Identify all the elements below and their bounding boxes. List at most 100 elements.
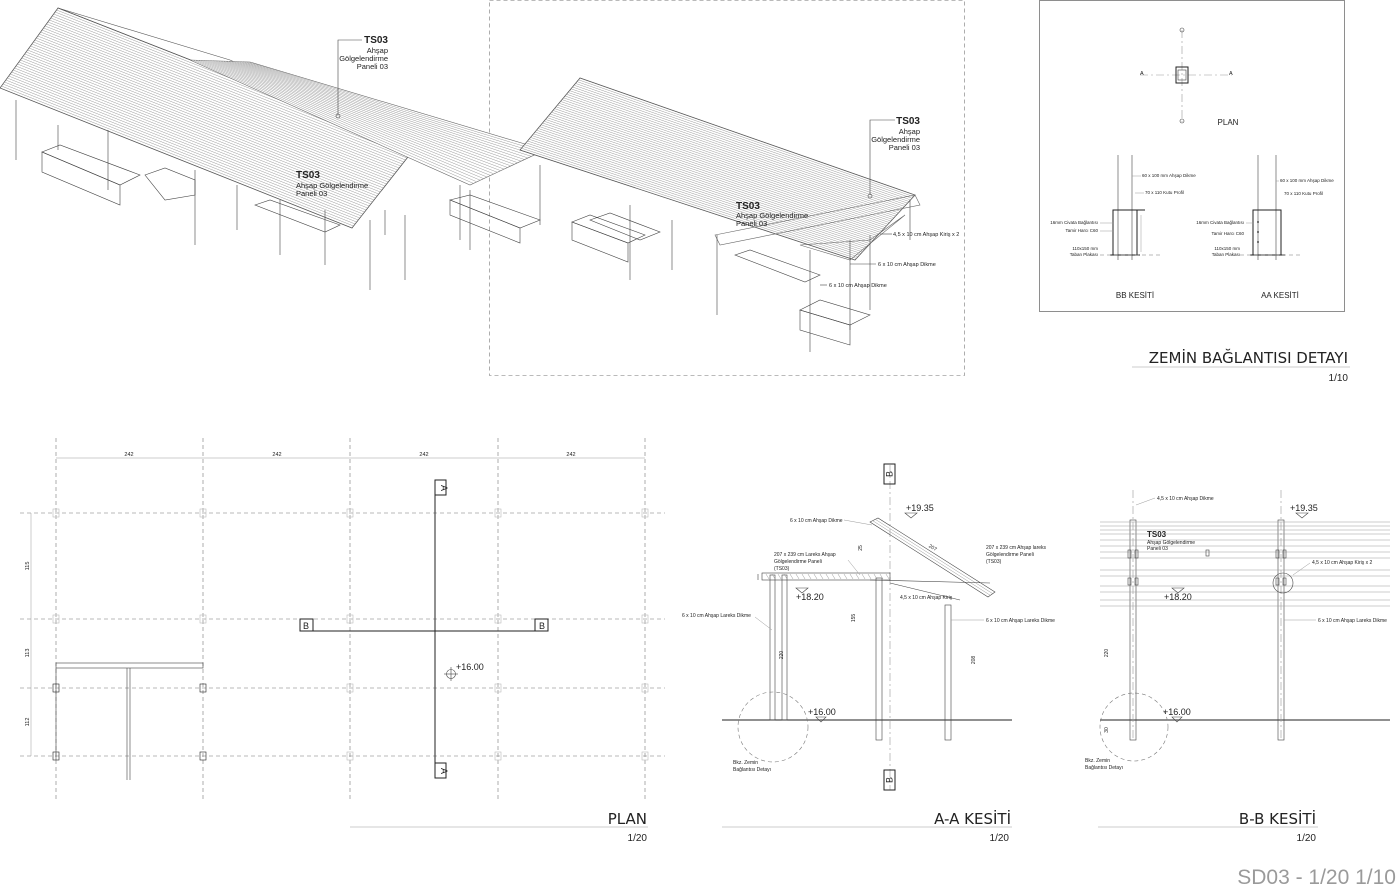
svg-text:6 x 10 cm Ahşap Dikme: 6 x 10 cm Ahşap Dikme (878, 262, 936, 268)
perspective-label-1: TS03 Ahşap Gölgelendirme Paneli 03 (335, 35, 388, 119)
svg-text:BB KESİTİ: BB KESİTİ (1116, 291, 1154, 300)
detail-bb: 60 x 100 mm Ahşap Dikme 70 x 110 Kutu Pr… (1050, 155, 1196, 300)
svg-text:+18.20: +18.20 (1164, 592, 1192, 602)
svg-text:Paneli 03: Paneli 03 (1147, 546, 1168, 552)
aa-levels: +19.35 +18.20 +16.00 (795, 503, 934, 723)
svg-text:B: B (303, 621, 309, 631)
svg-text:30: 30 (1104, 727, 1110, 733)
svg-text:220: 220 (779, 651, 785, 660)
bb-title: B-B KESİTİ (1239, 809, 1316, 828)
svg-text:Paneli 03: Paneli 03 (889, 143, 920, 152)
perspective-label-3: TS03 Ahşap Gölgelendirme Paneli 03 (867, 116, 920, 199)
svg-text:70 x 110 Kutu Profil: 70 x 110 Kutu Profil (1145, 190, 1184, 195)
svg-text:207 x 239 cm Ahşap lareks: 207 x 239 cm Ahşap lareks (986, 545, 1047, 551)
svg-text:242: 242 (419, 452, 428, 458)
svg-text:Bağlantısı Detayı: Bağlantısı Detayı (733, 767, 771, 773)
svg-text:4,5 x 10 cm Ahşap Dikme: 4,5 x 10 cm Ahşap Dikme (1157, 496, 1214, 502)
svg-text:220: 220 (1104, 649, 1110, 658)
svg-text:112: 112 (25, 718, 31, 727)
svg-text:Ahşap Gölgelendirme: Ahşap Gölgelendirme (1147, 540, 1195, 546)
svg-text:70 x 110 Kutu Profil: 70 x 110 Kutu Profil (1284, 191, 1323, 196)
svg-text:Gölgelendirme: Gölgelendirme (339, 54, 388, 63)
svg-text:PLAN: PLAN (1218, 118, 1239, 127)
svg-text:6 x 10 cm Ahşap Dikme: 6 x 10 cm Ahşap Dikme (829, 283, 887, 289)
svg-text:242: 242 (566, 452, 575, 458)
svg-text:207: 207 (927, 543, 937, 552)
svg-text:25: 25 (858, 545, 864, 551)
svg-text:A: A (1140, 71, 1144, 77)
svg-text:16mm Civata Bağlantısı: 16mm Civata Bağlantısı (1050, 220, 1098, 225)
svg-text:110x150 mm: 110x150 mm (1214, 246, 1240, 251)
svg-text:Ahşap: Ahşap (367, 46, 388, 55)
svg-text:242: 242 (272, 452, 281, 458)
svg-text:Gölgelendirme Paneli: Gölgelendirme Paneli (986, 552, 1034, 558)
svg-text:B: B (884, 471, 894, 477)
svg-text:AA KESİTİ: AA KESİTİ (1261, 291, 1299, 300)
svg-text:4,5 x 10 cm Ahşap Kiriş x 2: 4,5 x 10 cm Ahşap Kiriş x 2 (1312, 560, 1373, 566)
svg-text:A: A (439, 485, 449, 491)
svg-text:B: B (539, 621, 545, 631)
perspective-label-4: TS03 Ahşap Gölgelendirme Paneli 03 (736, 201, 808, 228)
svg-text:A: A (439, 768, 449, 774)
svg-text:6 x 10 cm Ahşap Lareks Dikme: 6 x 10 cm Ahşap Lareks Dikme (682, 613, 751, 619)
detail-aa: 60 x 100 mm Ahşap Dikme 70 x 110 Kutu Pr… (1196, 155, 1334, 300)
aa-title: A-A KESİTİ (934, 809, 1011, 828)
svg-text:+19.35: +19.35 (906, 503, 934, 513)
plan-level: +16.00 (444, 662, 484, 681)
svg-text:Gölgelendirme: Gölgelendirme (871, 135, 920, 144)
svg-text:6 x 10 cm Ahşap Lareks Dikme: 6 x 10 cm Ahşap Lareks Dikme (986, 618, 1055, 624)
section-aa: B B +19.35 +18.20 +16.00 6 x (682, 463, 1055, 844)
left-pavilion (0, 7, 546, 290)
svg-text:(TS03): (TS03) (986, 559, 1002, 565)
svg-text:Gölgelendirme Paneli: Gölgelendirme Paneli (774, 559, 822, 565)
svg-text:B: B (884, 777, 894, 783)
plan-view: 242 242 242 242 115 113 112 A A (20, 438, 665, 844)
section-bb: +19.35 +18.20 +16.00 4,5 x 10 cm Ahşap D… (1085, 490, 1390, 844)
plan-title: PLAN (608, 810, 647, 828)
right-pavilion (519, 77, 921, 352)
detail-title: ZEMİN BAĞLANTISI DETAYI (1149, 348, 1348, 367)
svg-text:Bkz. Zemin: Bkz. Zemin (1085, 758, 1110, 764)
svg-text:Tamir Harcı C60: Tamir Harcı C60 (1065, 228, 1098, 233)
svg-text:+18.20: +18.20 (796, 592, 824, 602)
perspective-label-2: TS03 Ahşap Gölgelendirme Paneli 03 (296, 170, 368, 198)
svg-text:208: 208 (971, 656, 977, 665)
svg-text:Bağlantısı Detayı: Bağlantısı Detayı (1085, 765, 1123, 771)
svg-text:A: A (1229, 71, 1233, 77)
svg-text:Paneli 03: Paneli 03 (296, 189, 327, 198)
perspective-notes: 4,5 x 10 cm Ahşap Kiriş x 2 6 x 10 cm Ah… (820, 232, 959, 289)
plan-section-a: A A (434, 479, 449, 779)
svg-text:60 x 100 mm Ahşap Dikme: 60 x 100 mm Ahşap Dikme (1280, 178, 1334, 183)
svg-text:TS03: TS03 (1147, 530, 1167, 539)
svg-text:242: 242 (124, 452, 133, 458)
sheet-code: SD03 - 1/20 1/10 (1237, 866, 1396, 888)
svg-text:207 x 239 cm Lareks Ahşap: 207 x 239 cm Lareks Ahşap (774, 552, 836, 558)
svg-text:TS03: TS03 (296, 170, 320, 181)
svg-text:4,5 x 10 cm Ahşap Kiriş: 4,5 x 10 cm Ahşap Kiriş (900, 595, 953, 601)
svg-text:TS03: TS03 (896, 116, 920, 127)
plan-scale: 1/20 (628, 833, 648, 844)
aa-scale: 1/20 (990, 833, 1010, 844)
plan-section-b: B B (299, 618, 549, 632)
svg-text:110x150 mm: 110x150 mm (1072, 246, 1098, 251)
svg-text:Taban Plakası: Taban Plakası (1212, 252, 1240, 257)
svg-text:155: 155 (851, 614, 857, 623)
svg-text:16mm Civata Bağlantısı: 16mm Civata Bağlantısı (1196, 220, 1244, 225)
svg-text:+16.00: +16.00 (808, 707, 836, 717)
detail-plan: A A PLAN (1140, 27, 1239, 127)
svg-text:Tamir Harcı C60: Tamir Harcı C60 (1211, 231, 1244, 236)
svg-text:Taban Plakası: Taban Plakası (1070, 252, 1098, 257)
perspective-frame (489, 0, 965, 376)
svg-text:60 x 100 mm Ahşap Dikme: 60 x 100 mm Ahşap Dikme (1142, 173, 1196, 178)
svg-text:113: 113 (25, 649, 31, 658)
perspective-view: TS03 Ahşap Gölgelendirme Paneli 03 TS03 … (0, 0, 965, 376)
svg-text:Ahşap Gölgelendirme: Ahşap Gölgelendirme (736, 211, 808, 220)
svg-text:6 x 10 cm Ahşap Lareks Dikme: 6 x 10 cm Ahşap Lareks Dikme (1318, 618, 1387, 624)
svg-text:(TS03): (TS03) (774, 566, 790, 572)
svg-text:+16.00: +16.00 (1163, 707, 1191, 717)
svg-text:+19.35: +19.35 (1290, 503, 1318, 513)
svg-text:6 x 10 cm Ahşap Dikme: 6 x 10 cm Ahşap Dikme (790, 518, 843, 524)
svg-text:Paneli 03: Paneli 03 (736, 219, 767, 228)
svg-text:Ahşap: Ahşap (899, 127, 920, 136)
ground-connection-detail: A A PLAN 60 x 100 mm Ahşap Dikme 70 x 11… (1039, 0, 1350, 384)
